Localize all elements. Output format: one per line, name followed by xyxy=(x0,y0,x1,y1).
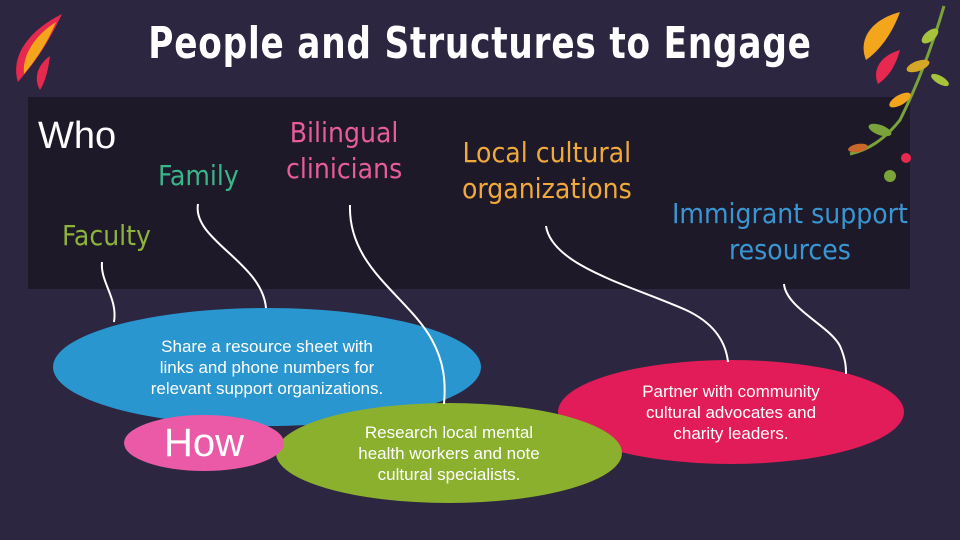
connector-bilingual xyxy=(348,204,446,405)
connector-immigrant xyxy=(783,283,847,375)
connector-faculty xyxy=(100,261,116,323)
right-leaves-icon xyxy=(848,5,949,182)
page-title: People and Structures to Engage xyxy=(148,18,812,69)
who-heading: Who xyxy=(38,115,117,157)
who-faculty: Faculty xyxy=(62,219,151,252)
connector-cultural xyxy=(545,225,729,363)
how-heading: How xyxy=(124,415,284,471)
who-band xyxy=(28,97,910,289)
connector-family xyxy=(196,203,267,309)
left-leaf-icon xyxy=(16,14,62,90)
who-family: Family xyxy=(158,159,239,192)
